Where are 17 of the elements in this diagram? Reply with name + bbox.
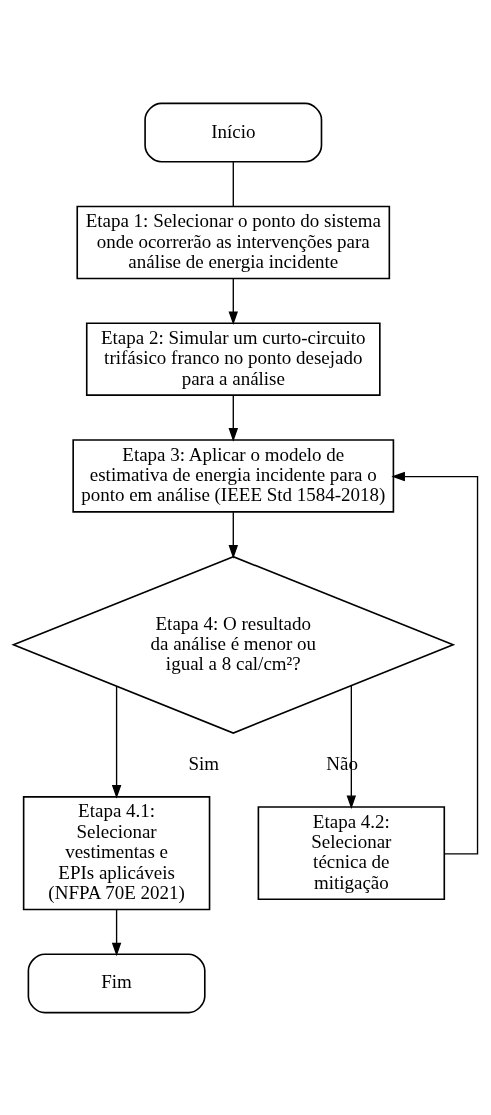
arrow: [111, 685, 122, 799]
arrow: [228, 277, 239, 325]
arrow: [111, 908, 122, 956]
arrow: [346, 684, 357, 809]
node-box: Etapa 3: Aplicar o modelo de estimativa de energia incidente para o ponto em análise (IEEE Std 1584-2018): [72, 438, 395, 513]
arrow: [391, 471, 479, 854]
node-box: Etapa 4.1: Selecionar vestimentas e EPIs aplicáveis (NFPA 70E 2021): [22, 795, 211, 910]
arrow: [228, 394, 239, 442]
edge-label: Sim: [188, 752, 220, 774]
arrow: [228, 510, 239, 559]
node-box: Etapa 2: Simular um curto-circuito trifásico franco no ponto desejado para a análise: [85, 321, 381, 396]
node-box: Início: [144, 102, 323, 163]
node-diamond: Etapa 4: O resultado da análise é menor ou igual a 8 cal/cm²?: [11, 555, 456, 734]
node-box: Etapa 4.2: Selecionar técnica de mitigação: [257, 805, 446, 900]
node-box: Etapa 1: Selecionar o ponto do sistema onde ocorrerão as intervenções para análise de energia incidente: [76, 205, 391, 279]
node-box: Fim: [27, 952, 206, 1013]
connector: [232, 160, 234, 207]
